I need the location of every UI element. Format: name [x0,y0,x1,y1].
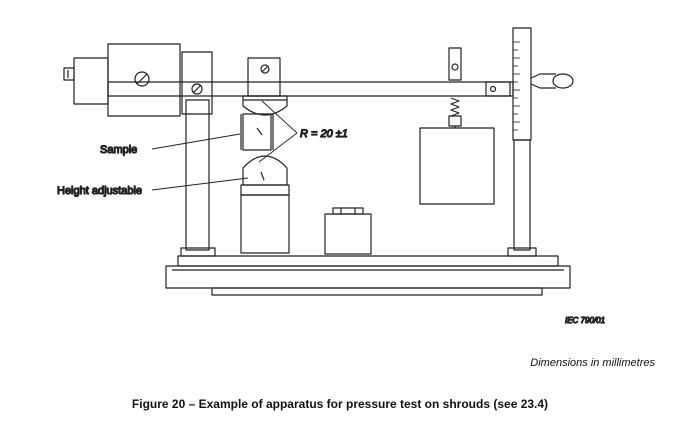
leader-lines [151,100,298,191]
base [165,255,571,296]
apparatus-diagram: Sample Height adjustable R = 20 ±1 IEC 7… [56,27,606,326]
scale-ticks [513,41,520,131]
top-beam [107,81,514,97]
spring-hanger [448,47,462,128]
reference-code: IEC 790/01 [565,316,605,325]
radius-label: R = 20 ±1 [300,128,348,140]
height-adjustable-column [240,155,290,254]
beam-slider [485,81,511,97]
sample [240,113,274,151]
sample-label: Sample [100,144,137,156]
hanging-weight [419,127,495,205]
small-weight [324,207,372,255]
figure-caption: Figure 20 – Example of apparatus for pre… [131,397,549,411]
counterweight [63,43,213,117]
right-post [507,27,574,257]
height-adjustable-label: Height adjustable [57,185,142,197]
left-post [180,99,216,257]
dimensions-note: Dimensions in millimetres [530,357,655,369]
upper-clamp [242,57,288,116]
